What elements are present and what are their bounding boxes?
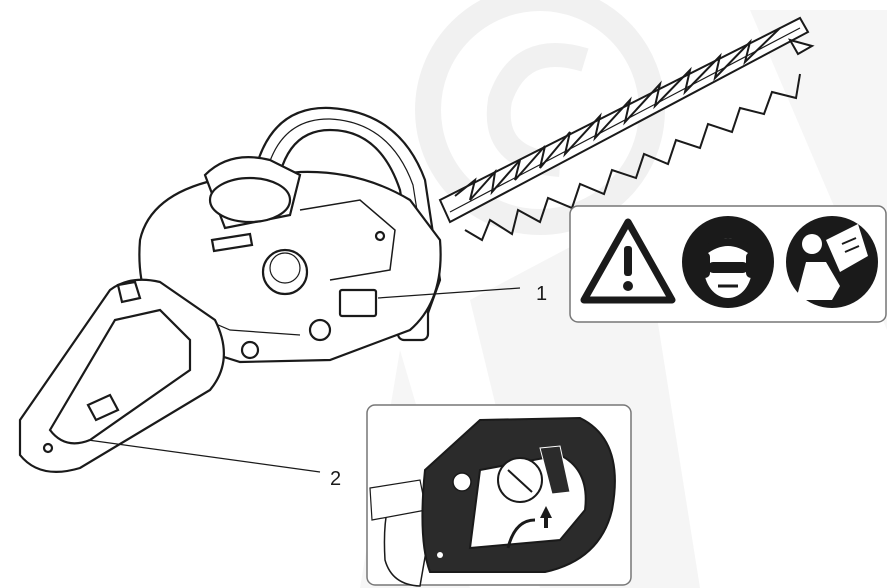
callout-label-2: 2 [330,468,342,490]
leader-line-2 [87,439,321,473]
safety-label-panel [569,205,887,323]
warning-triangle-icon [580,218,676,304]
wear-eye-and-ear-protection-icon [682,216,774,308]
inset-detail-view [366,404,632,587]
leader-line-1 [377,287,521,299]
read-manual-icon [786,216,878,308]
callout-label-1: 1 [536,283,548,305]
rear-handle [18,278,225,473]
engine-body [138,156,442,364]
cutter-bar [438,16,815,242]
up-arrow-icon [540,506,552,528]
